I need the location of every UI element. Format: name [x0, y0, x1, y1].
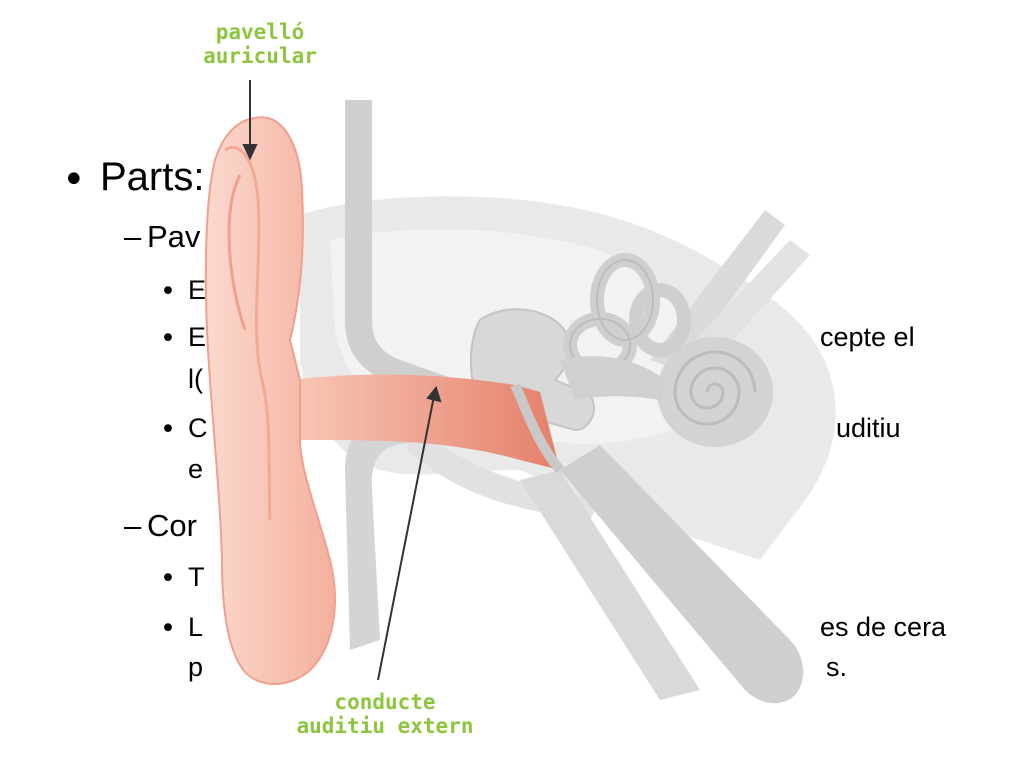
- item-text: E: [188, 275, 207, 305]
- canal-label: conducte auditiu extern: [285, 690, 485, 738]
- item-text: s.: [826, 652, 848, 682]
- item-text: p: [188, 652, 204, 682]
- item-text: cepte el: [820, 322, 915, 352]
- dash-marker: –: [124, 219, 142, 254]
- pinna-label-line: auricular: [203, 44, 317, 68]
- item-text: T: [188, 562, 205, 592]
- eustachian-tube: [560, 445, 804, 704]
- bullet-dot: •: [160, 323, 176, 354]
- cochlea: [657, 337, 773, 447]
- eustachian-tube-2: [520, 470, 700, 700]
- item-text: uditiu: [836, 413, 901, 443]
- section-heading: Pav: [147, 219, 201, 254]
- bullet-dot: •: [62, 157, 86, 203]
- vestibule: [560, 356, 665, 400]
- item-text: C: [188, 413, 208, 443]
- pinna-helix: [227, 174, 247, 331]
- bullet-dot: •: [160, 276, 176, 307]
- item-text: l(: [188, 364, 203, 394]
- item-text: es de cera: [820, 612, 947, 642]
- pinna: [204, 116, 336, 685]
- eardrum: [510, 382, 564, 474]
- pinna-label-line: pavelló: [215, 20, 305, 44]
- item-text: E: [188, 322, 207, 352]
- pinna-label: pavelló auricular: [190, 20, 330, 68]
- section-heading: Cor: [147, 508, 197, 543]
- bullet-dot: •: [160, 414, 176, 445]
- ear-canal: [290, 374, 560, 470]
- bullet-dot: •: [160, 563, 176, 594]
- bullet-dot: •: [160, 613, 176, 644]
- pinna-fold: [224, 146, 272, 521]
- level1-text: Parts:: [100, 155, 205, 199]
- item-text: e: [188, 454, 204, 484]
- bone-lower-band: [345, 415, 430, 650]
- pointer-arrow-canal: [377, 385, 442, 681]
- canal-label-line: auditiu extern: [296, 714, 474, 738]
- bone-strip: [345, 100, 500, 418]
- pointer-arrow-pinna: [242, 80, 258, 161]
- item-text: L: [188, 612, 204, 642]
- dash-marker: –: [124, 508, 142, 543]
- canal-label-line: conducte: [334, 690, 436, 714]
